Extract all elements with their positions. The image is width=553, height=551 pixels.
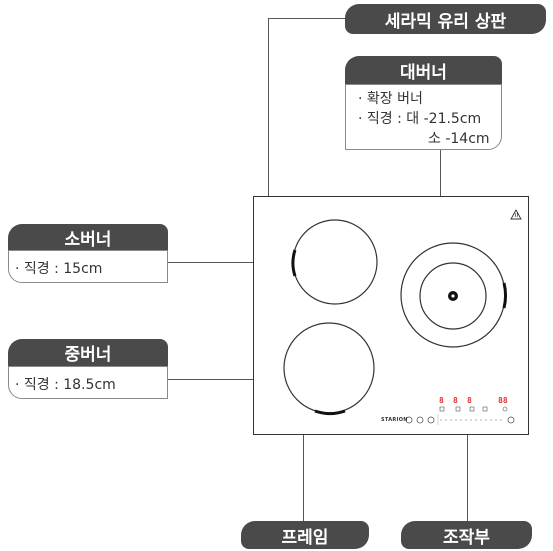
cooktop-glass-top xyxy=(253,196,529,435)
glass-top-leader-h xyxy=(268,18,348,19)
large-burner-spec-1: · 확장 버너 xyxy=(358,91,423,107)
large-burner-center-dot xyxy=(451,294,455,298)
medium-burner-spec-box: · 직경 : 18.5cm xyxy=(8,366,168,399)
zone-display-1: 8 xyxy=(439,396,444,405)
small-burner-leader xyxy=(168,262,292,263)
timer-display: 88 xyxy=(498,396,508,405)
large-burner-spec-2: · 직경 : 대 -21.5cm xyxy=(358,111,482,127)
small-burner-spec: · 직경 : 15cm xyxy=(15,261,103,277)
large-burner-spec-3: 소 -14cm xyxy=(428,131,490,147)
lock-button-icon xyxy=(416,416,424,424)
controls-label: 조작부 xyxy=(401,521,532,549)
small-burner-spec-box: · 직경 : 15cm xyxy=(8,250,168,283)
medium-burner-indicator xyxy=(314,409,346,416)
zone-indicator-row xyxy=(439,406,508,412)
glass-top-leader-v xyxy=(268,18,269,214)
brand-logo: STARION xyxy=(381,417,408,423)
hot-surface-warning-icon xyxy=(510,209,522,220)
controls-leader xyxy=(467,435,468,522)
frame-leader xyxy=(303,435,304,522)
medium-burner-leader xyxy=(168,379,288,380)
zone-display-3: 8 xyxy=(467,396,472,405)
zone-display-2: 8 xyxy=(453,396,458,405)
medium-burner-title: 중버너 xyxy=(8,339,168,366)
glass-top-label: 세라믹 유리 상판 xyxy=(345,4,546,34)
large-burner-indicator xyxy=(502,282,507,309)
boost-button-icon xyxy=(427,416,435,424)
large-burner-inner-ring xyxy=(419,262,487,330)
small-burner-ring xyxy=(292,219,378,305)
control-panel xyxy=(405,406,515,425)
power-button-icon xyxy=(405,416,413,424)
timer-button-icon xyxy=(507,416,515,424)
large-burner-title: 대버너 xyxy=(345,56,502,84)
frame-label: 프레임 xyxy=(241,521,369,549)
small-burner-indicator xyxy=(291,249,297,277)
medium-burner-ring xyxy=(283,322,375,414)
small-burner-title: 소버너 xyxy=(8,224,168,250)
medium-burner-spec: · 직경 : 18.5cm xyxy=(15,377,116,393)
large-burner-spec-box: · 확장 버너 · 직경 : 대 -21.5cm 소 -14cm xyxy=(345,84,502,150)
